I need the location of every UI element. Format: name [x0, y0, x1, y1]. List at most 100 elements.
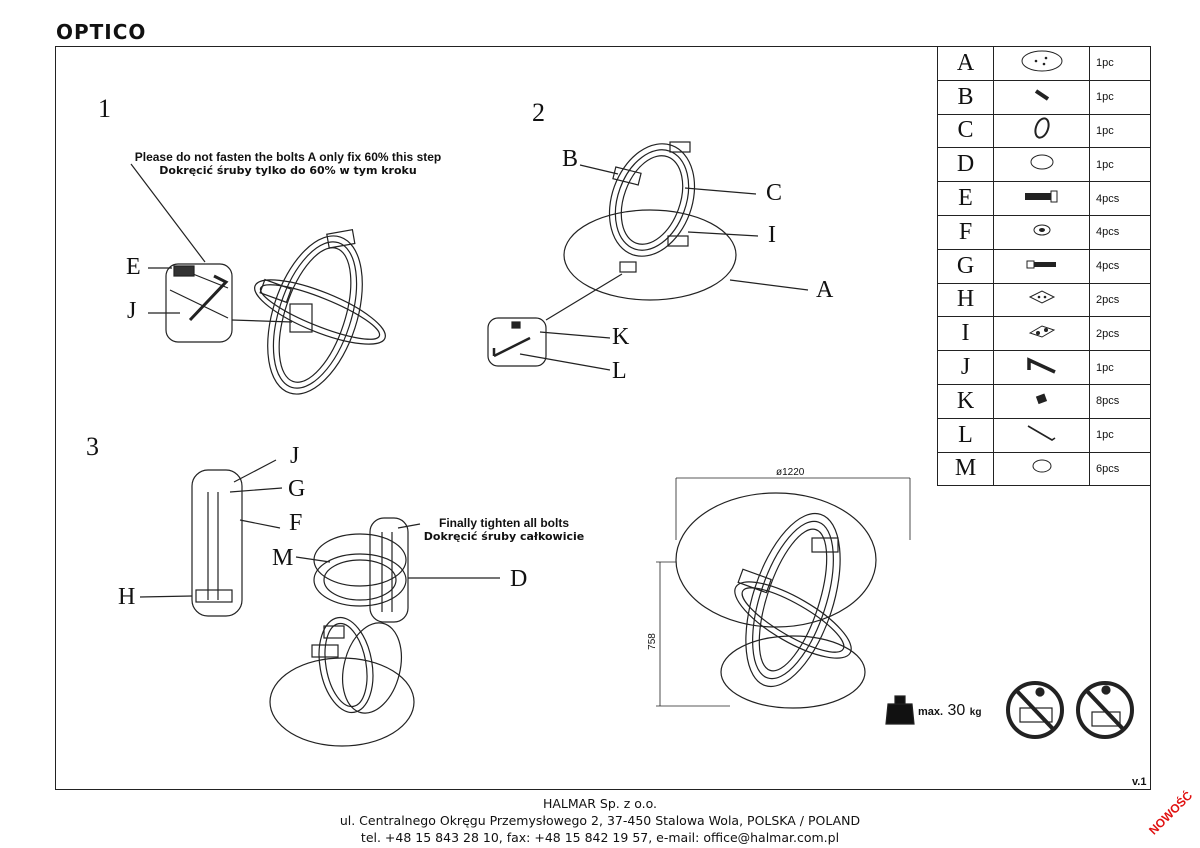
load-value: 30 [947, 702, 966, 719]
parts-row: J 1pc [937, 350, 1151, 385]
part-quantity: 8pcs [1089, 383, 1151, 419]
parts-row: M 6pcs [937, 451, 1151, 487]
parts-row: A 1pc [937, 46, 1151, 81]
instruction-frame [55, 46, 1151, 790]
part-letter: F [937, 214, 994, 250]
plate-icon [993, 46, 1090, 81]
part-quantity: 2pcs [1089, 282, 1151, 318]
step1-label-j: J [127, 298, 137, 324]
part-letter: A [937, 46, 994, 81]
parts-row: D 1pc [937, 147, 1151, 183]
bolt-icon [993, 181, 1090, 216]
step3-note-pl: Dokręcić śruby całkowicie [423, 530, 585, 543]
part-quantity: 1pc [1089, 147, 1151, 183]
load-limit: max. 30 kg [918, 702, 981, 720]
part-letter: K [937, 383, 994, 419]
oval-frame-icon [993, 113, 1090, 149]
footer-address: ul. Centralnego Okręgu Przemysłowego 2, … [339, 813, 861, 828]
part-quantity: 1pc [1089, 113, 1151, 149]
load-unit: kg [969, 707, 982, 718]
step1-note-en: Please do not fasten the bolts A only fi… [134, 150, 442, 164]
diameter-dimension: ø1220 [776, 467, 805, 478]
parts-row: F 4pcs [937, 214, 1151, 250]
bracket-icon [993, 282, 1090, 318]
step3-callout-right [369, 517, 409, 623]
step2-label-c: C [766, 180, 783, 206]
grub-screw-icon [993, 383, 1090, 419]
part-letter: J [937, 350, 994, 385]
part-quantity: 1pc [1089, 46, 1151, 81]
step2-label-l: L [612, 358, 627, 384]
part-quantity: 2pcs [1089, 316, 1151, 352]
part-letter: G [937, 248, 994, 284]
part-quantity: 1pc [1089, 417, 1151, 453]
height-dimension: 758 [646, 633, 658, 650]
step2-label-b: B [562, 146, 579, 172]
step3-label-m: M [272, 545, 294, 571]
part-quantity: 4pcs [1089, 181, 1151, 216]
parts-row: L 1pc [937, 417, 1151, 453]
step2-label-a: A [816, 277, 834, 303]
screw-icon [993, 248, 1090, 284]
part-letter: L [937, 417, 994, 453]
step3-label-d: D [510, 566, 528, 592]
step3-label-f: F [289, 510, 303, 536]
step3-note: Finally tighten all bolts Dokręcić śruby… [414, 516, 594, 544]
load-prefix: max. [918, 706, 944, 718]
part-quantity: 4pcs [1089, 214, 1151, 250]
step3-callout-left [191, 469, 243, 617]
part-letter: M [937, 451, 994, 487]
no-climbing-icon [1076, 681, 1134, 739]
weight-icon [885, 703, 915, 725]
part-letter: H [937, 282, 994, 318]
parts-row: G 4pcs [937, 248, 1151, 284]
step1-frame-illustration [254, 228, 386, 395]
pad-icon [993, 451, 1090, 487]
step3-note-en: Finally tighten all bolts [438, 516, 569, 530]
part-quantity: 1pc [1089, 350, 1151, 385]
step-3-number: 3 [86, 432, 99, 461]
part-quantity: 4pcs [1089, 248, 1151, 284]
step2-detail-callout [487, 317, 547, 367]
step-1-number: 1 [98, 94, 111, 123]
version-label: v.1 [1132, 776, 1147, 788]
part-letter: D [937, 147, 994, 183]
step2-label-i: I [768, 222, 776, 248]
part-letter: C [937, 113, 994, 149]
part-letter: B [937, 79, 994, 115]
finished-table-illustration [675, 492, 877, 709]
bracket-plate-icon [993, 316, 1090, 352]
footer-company: HALMAR Sp. z o.o. [542, 796, 658, 811]
step1-note: Please do not fasten the bolts A only fi… [128, 150, 448, 178]
step3-label-j: J [290, 443, 300, 469]
product-title: OPTICO [56, 20, 147, 44]
footer: HALMAR Sp. z o.o. ul. Centralnego Okręgu… [0, 795, 1200, 846]
part-quantity: 1pc [1089, 79, 1151, 115]
step1-label-e: E [126, 254, 141, 280]
step1-detail-callout [165, 263, 233, 343]
parts-row: H 2pcs [937, 282, 1151, 318]
allen-key-icon [993, 350, 1090, 385]
parts-row: I 2pcs [937, 316, 1151, 352]
step3-label-h: H [118, 584, 136, 610]
small-bolt-icon [993, 79, 1090, 115]
parts-row: C 1pc [937, 113, 1151, 149]
footer-contact: tel. +48 15 843 28 10, fax: +48 15 842 1… [360, 830, 840, 845]
no-standing-icon [1006, 681, 1064, 739]
step1-note-pl: Dokręcić śruby tylko do 60% w tym kroku [159, 164, 417, 177]
part-letter: I [937, 316, 994, 352]
part-quantity: 6pcs [1089, 451, 1151, 487]
parts-row: B 1pc [937, 79, 1151, 115]
parts-row: E 4pcs [937, 181, 1151, 216]
step2-label-k: K [612, 324, 630, 350]
step3-label-g: G [288, 476, 306, 502]
step2-illustration [563, 141, 737, 301]
small-key-icon [993, 417, 1090, 453]
parts-row: K 8pcs [937, 383, 1151, 419]
step-2-number: 2 [532, 98, 545, 127]
ring-icon [993, 147, 1090, 183]
washer-icon [993, 214, 1090, 250]
part-letter: E [937, 181, 994, 216]
